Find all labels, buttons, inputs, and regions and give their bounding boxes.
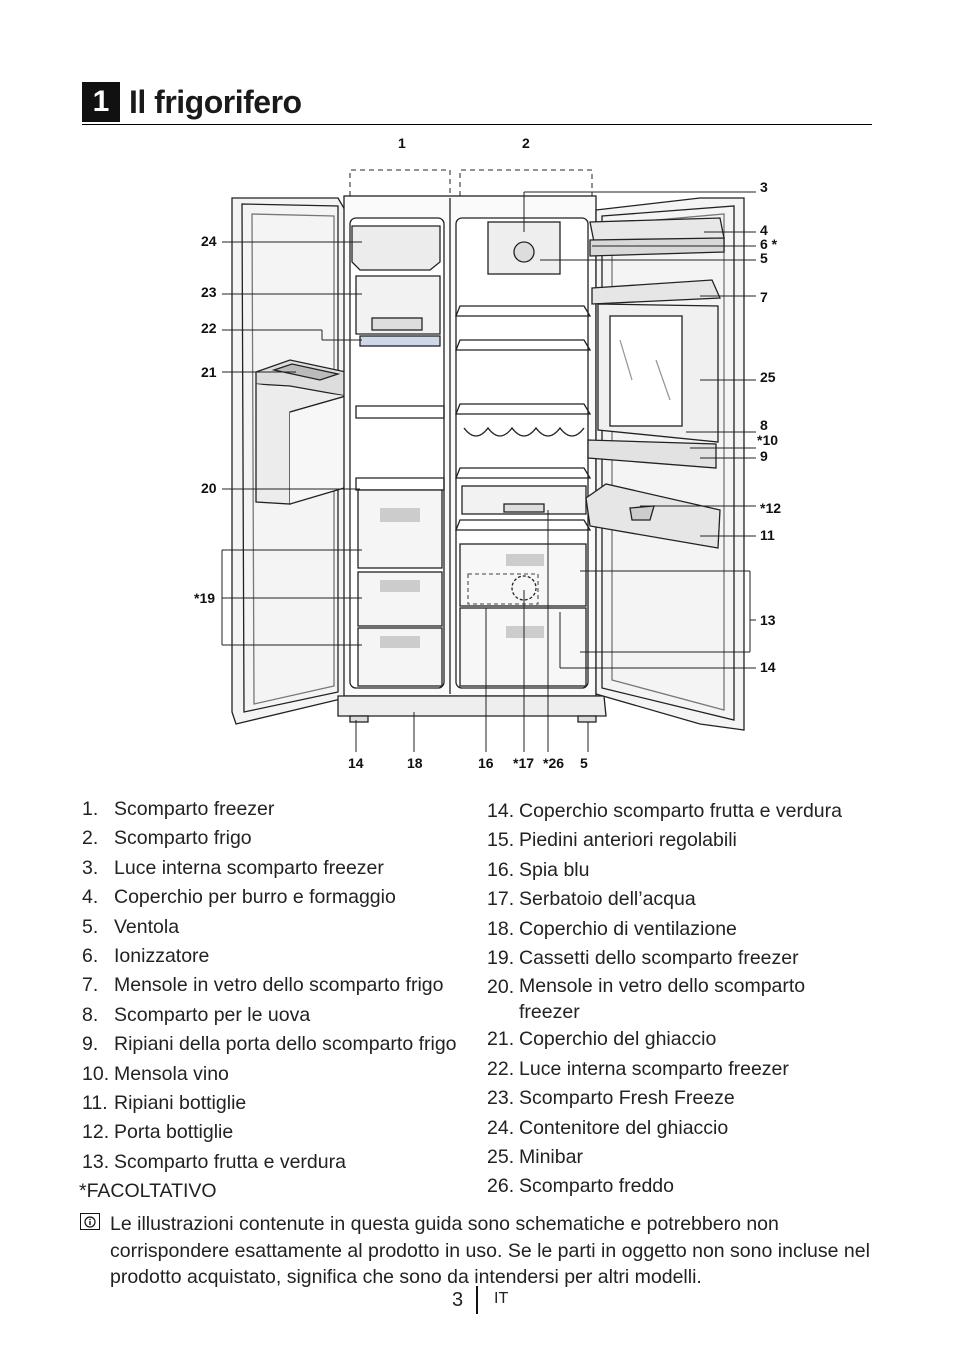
callout-3: 3 bbox=[760, 179, 768, 195]
legend-list-left: 1.Scomparto freezer 2.Scomparto frigo 3.… bbox=[82, 795, 482, 1177]
callout-2: 2 bbox=[522, 135, 530, 151]
callout-10: *10 bbox=[757, 432, 778, 448]
callout-12: *12 bbox=[760, 500, 781, 516]
callout-21: 21 bbox=[201, 364, 217, 380]
info-note: Le illustrazioni contenute in questa gui… bbox=[110, 1213, 870, 1288]
legend-item: 12.Porta bottiglie bbox=[82, 1121, 234, 1144]
callout-23: 23 bbox=[201, 284, 217, 300]
legend-item: 10.Mensola vino bbox=[82, 1062, 229, 1085]
callout-6: 6 * bbox=[760, 236, 778, 252]
callout-19: *19 bbox=[194, 590, 215, 606]
legend-item: 15.Piedini anteriori regolabili bbox=[487, 829, 737, 852]
legend-item: 16.Spia blu bbox=[487, 858, 590, 881]
callout-11: 11 bbox=[760, 527, 775, 543]
legend-item: 6.Ionizzatore bbox=[82, 945, 210, 968]
legend-item: 7.Mensole in vetro dello scomparto frigo bbox=[82, 974, 444, 997]
callout-9: 9 bbox=[760, 448, 768, 464]
legend-item: 22.Luce interna scomparto freezer bbox=[487, 1057, 789, 1080]
legend-item: 17.Serbatoio dell’acqua bbox=[487, 888, 696, 911]
callout-13: 13 bbox=[760, 612, 776, 628]
legend-item: 18.Coperchio di ventilazione bbox=[487, 917, 737, 940]
callout-17: *17 bbox=[513, 755, 534, 771]
callout-18: 18 bbox=[407, 755, 423, 771]
legend-item: 4.Coperchio per burro e formaggio bbox=[82, 886, 396, 909]
callout-24: 24 bbox=[201, 233, 217, 249]
optional-note: *FACOLTATIVO bbox=[79, 1180, 217, 1202]
legend-item: 21.Coperchio del ghiaccio bbox=[487, 1028, 717, 1051]
callout-4: 4 bbox=[760, 222, 768, 238]
legend-item: 23.Scomparto Fresh Freeze bbox=[487, 1087, 735, 1110]
page-number: 3 bbox=[452, 1289, 464, 1311]
legend-item: 20.Mensole in vetro dello scomparto free… bbox=[487, 975, 806, 1024]
callout-1: 1 bbox=[398, 135, 406, 151]
section-title: Il frigorifero bbox=[129, 84, 302, 120]
callout-14-right: 14 bbox=[760, 659, 776, 675]
callout-20: 20 bbox=[201, 480, 217, 496]
legend-item: 2.Scomparto frigo bbox=[82, 827, 252, 850]
legend-item: 11.Ripiani bottiglie bbox=[82, 1092, 247, 1115]
callout-5: 5 bbox=[760, 250, 768, 266]
legend-item: 25.Minibar bbox=[487, 1146, 583, 1169]
footer-divider bbox=[476, 1286, 478, 1314]
callout-7: 7 bbox=[760, 289, 768, 305]
legend-item: 8.Scomparto per le uova bbox=[82, 1003, 311, 1026]
section-number: 1 bbox=[82, 82, 120, 122]
callout-22: 22 bbox=[201, 320, 217, 336]
legend-item: 5.Ventola bbox=[82, 915, 180, 938]
legend-item: 1.Scomparto freezer bbox=[82, 798, 275, 820]
legend-item: 24.Contenitore del ghiaccio bbox=[487, 1116, 729, 1139]
legend-item: 19.Cassetti dello scomparto freezer bbox=[487, 947, 799, 970]
legend-list-right: 14.Coperchio scomparto frutta e verdura … bbox=[487, 797, 887, 1202]
page-language: IT bbox=[494, 1290, 509, 1307]
legend-item: 9.Ripiani della porta dello scomparto fr… bbox=[82, 1033, 457, 1056]
callout-16: 16 bbox=[478, 755, 494, 771]
legend-item: 13.Scomparto frutta e verdura bbox=[82, 1150, 346, 1173]
fridge-diagram: 1 2 3 4 6 * 5 7 25 8 *10 9 *12 11 13 14 … bbox=[194, 135, 781, 771]
callout-26: *26 bbox=[543, 755, 564, 771]
legend-item: 14.Coperchio scomparto frutta e verdura bbox=[487, 800, 842, 822]
section-header: 1 Il frigorifero bbox=[82, 82, 872, 125]
info-icon bbox=[80, 1213, 100, 1230]
callout-8: 8 bbox=[760, 417, 768, 433]
legend-item: 3.Luce interna scomparto freezer bbox=[82, 856, 384, 879]
callout-14-bottom: 14 bbox=[348, 755, 364, 771]
callout-25: 25 bbox=[760, 369, 776, 385]
callout-5-bottom: 5 bbox=[580, 755, 588, 771]
legend-item: 26.Scomparto freddo bbox=[487, 1175, 675, 1198]
